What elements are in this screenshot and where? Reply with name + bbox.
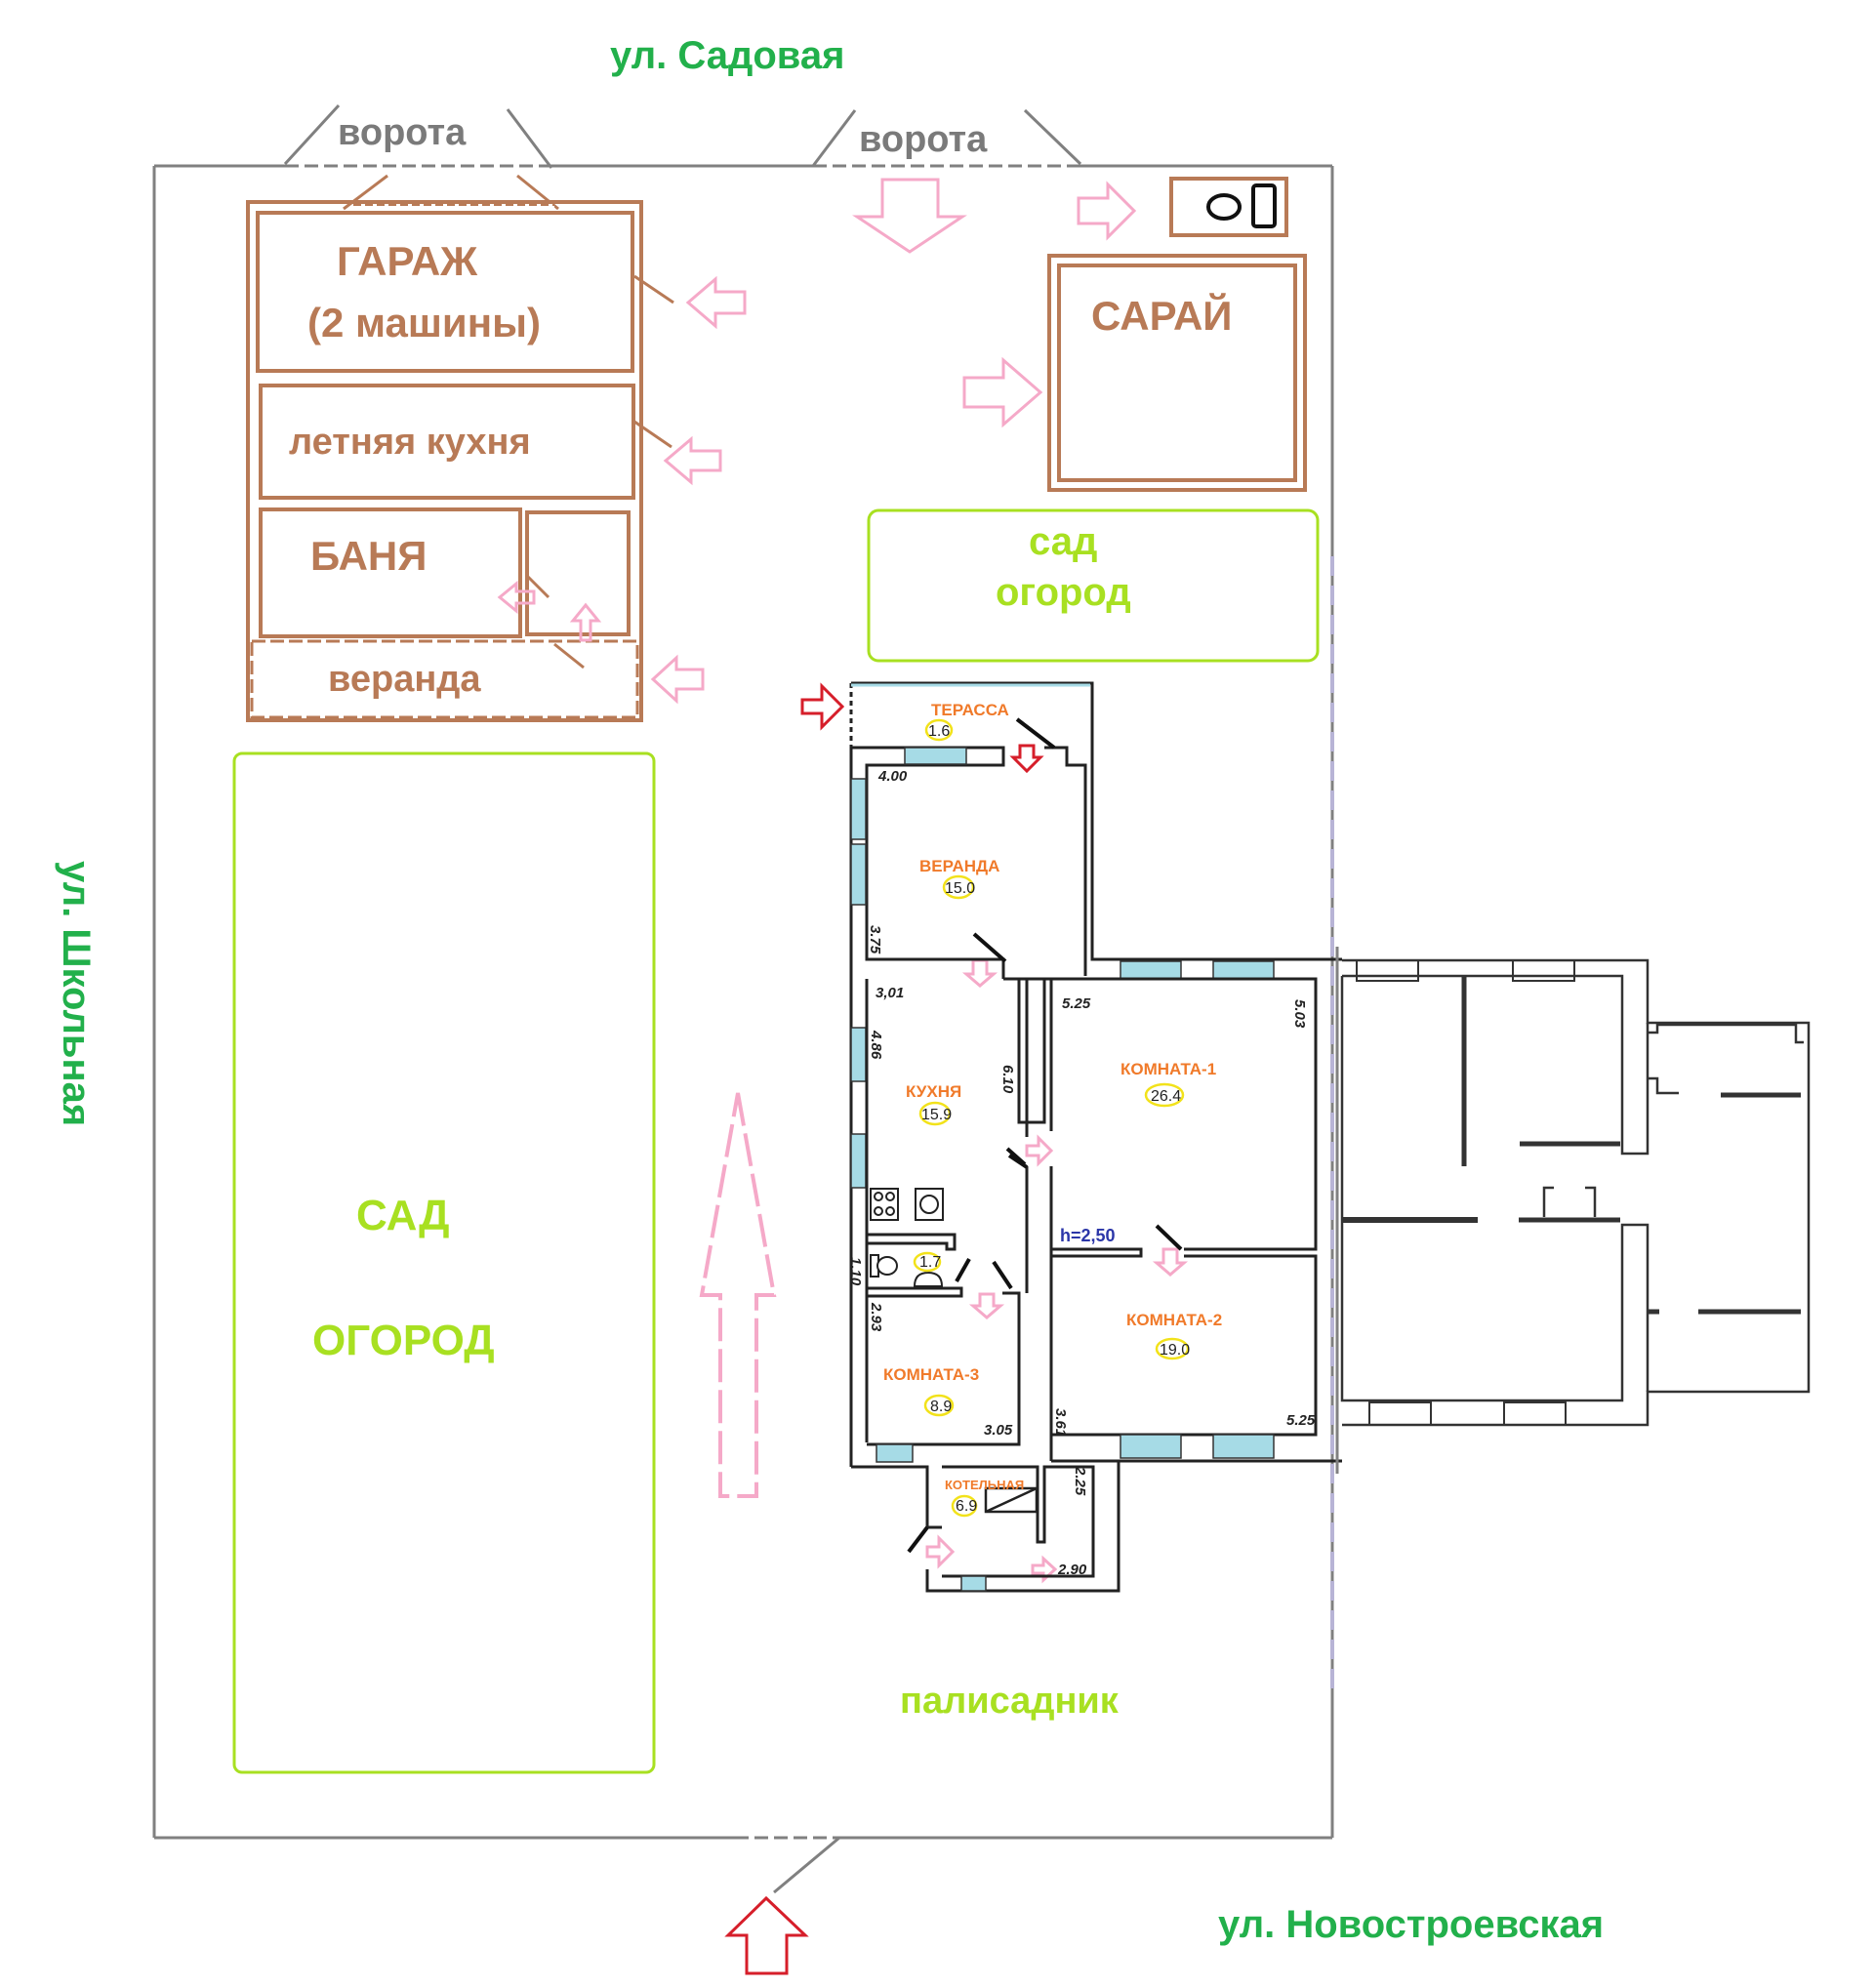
wc-toilet-icon xyxy=(870,1254,898,1278)
dimension: 3.75 xyxy=(867,925,883,954)
dimension: 5.25 xyxy=(1062,995,1091,1012)
garden-large-line1: САД xyxy=(356,1192,449,1239)
shed: САРАЙ xyxy=(1047,254,1307,492)
main-path-arrow-icon xyxy=(699,1092,777,1498)
garden-small: сад огород xyxy=(867,508,1320,663)
outhouse xyxy=(1169,177,1288,237)
room-area: 1.7 xyxy=(919,1254,941,1271)
dimension: 2.90 xyxy=(1057,1562,1087,1578)
arrow-left-icon xyxy=(663,435,722,486)
garden-small-line1: сад xyxy=(1029,520,1097,563)
summer-kitchen xyxy=(259,384,635,500)
neighbor-building xyxy=(1335,947,1811,1474)
room-area: 15.0 xyxy=(945,880,975,897)
property-fence xyxy=(152,164,1334,1840)
garden-large-line2: ОГОРОД xyxy=(312,1317,495,1364)
gate-east: ворота xyxy=(811,108,1082,167)
front-garden-label: палисадник xyxy=(900,1681,1120,1722)
dimension: 5.03 xyxy=(1291,999,1308,1029)
room-name: ТЕРАССА xyxy=(931,701,1009,719)
outbuildings-block: ГАРАЖ (2 машины) летняя кухня БАНЯ веран… xyxy=(246,174,674,722)
street-label-north: ул. Садовая xyxy=(610,34,844,77)
outbuilding-veranda xyxy=(250,639,639,719)
dimension: 3.05 xyxy=(984,1422,1013,1439)
arrow-down-icon xyxy=(968,1292,1005,1319)
street-label-west: ул. Школьная xyxy=(55,861,98,1126)
arrow-right-icon xyxy=(962,356,1043,428)
house-plan xyxy=(849,681,1342,1593)
outbuilding-veranda-label: веранда xyxy=(328,659,481,700)
bathhouse xyxy=(259,507,522,638)
room-area: 26.4 xyxy=(1151,1088,1181,1105)
arrow-right-icon xyxy=(1077,181,1137,241)
garage-label: ГАРАЖ xyxy=(337,238,478,284)
street-label-south: ул. Новостроевская xyxy=(1218,1903,1604,1946)
dimension: 6.10 xyxy=(999,1065,1016,1094)
toilet-icon xyxy=(1206,183,1277,228)
dimension: 3.61 xyxy=(1052,1408,1069,1437)
dimension: 2.93 xyxy=(868,1302,884,1332)
dimension: 3,01 xyxy=(876,985,904,1001)
garage-sublabel: (2 машины) xyxy=(307,300,541,345)
arrow-down-icon xyxy=(852,178,967,254)
room-name: КУХНЯ xyxy=(906,1082,961,1101)
arrow-left-icon xyxy=(497,580,536,615)
room-area: 1.6 xyxy=(928,723,950,740)
dimension: 4.00 xyxy=(877,768,908,785)
dimension: 5.25 xyxy=(1286,1412,1316,1429)
dimension: 1.10 xyxy=(847,1257,864,1286)
main-entrance-arrow-icon xyxy=(724,1895,809,1975)
room-name: КОТЕЛЬНАЯ xyxy=(945,1478,1024,1492)
arrow-up-icon xyxy=(569,602,602,642)
garage xyxy=(256,211,634,373)
gate-label: ворота xyxy=(338,112,467,153)
arrow-left-icon xyxy=(650,654,705,705)
bathhouse-anteroom xyxy=(525,510,631,636)
dimension: 2.25 xyxy=(1072,1466,1088,1496)
room-labels: ТЕРАССА 1.6 ВЕРАНДА 15.0 КУХНЯ 15.9 КОМН… xyxy=(883,701,1222,1518)
room-area: 19.0 xyxy=(1160,1342,1190,1359)
gate-label: ворота xyxy=(859,119,988,160)
room-name: КОМНАТА-3 xyxy=(883,1365,979,1384)
arrow-right-icon xyxy=(925,1534,956,1569)
sink-icon xyxy=(915,1188,944,1221)
path-arrows xyxy=(497,178,1189,1584)
room-area: 6.9 xyxy=(956,1498,977,1515)
summer-kitchen-label: летняя кухня xyxy=(289,422,531,463)
gate-west: ворота xyxy=(283,103,553,169)
arrow-down-icon xyxy=(961,958,998,988)
bathhouse-label: БАНЯ xyxy=(310,533,427,579)
entry-arrow-right-icon xyxy=(800,682,845,731)
room-name: КОМНАТА-1 xyxy=(1120,1060,1216,1078)
stove-icon xyxy=(870,1188,899,1221)
room-name: ВЕРАНДА xyxy=(919,857,999,875)
arrow-left-icon xyxy=(685,275,747,330)
dimension-labels: 4.00 3.75 3,01 4.86 6.10 1.10 5.25 5.03 … xyxy=(847,768,1316,1578)
garden-large: САД ОГОРОД xyxy=(232,751,656,1774)
arrow-right-icon xyxy=(1025,1134,1054,1167)
dimension: 4.86 xyxy=(868,1030,884,1060)
ceiling-height-label: h=2,50 xyxy=(1060,1226,1116,1245)
entry-arrow-down-icon xyxy=(1009,744,1044,774)
room-area: 8.9 xyxy=(930,1399,952,1415)
arrow-down-icon xyxy=(1152,1247,1189,1277)
gate-south xyxy=(773,1836,840,1894)
room-area: 15.9 xyxy=(921,1107,952,1123)
shed-label: САРАЙ xyxy=(1091,292,1232,339)
room-name: КОМНАТА-2 xyxy=(1126,1311,1222,1329)
washbasin-icon xyxy=(913,1271,944,1287)
garden-small-line2: огород xyxy=(996,571,1131,614)
